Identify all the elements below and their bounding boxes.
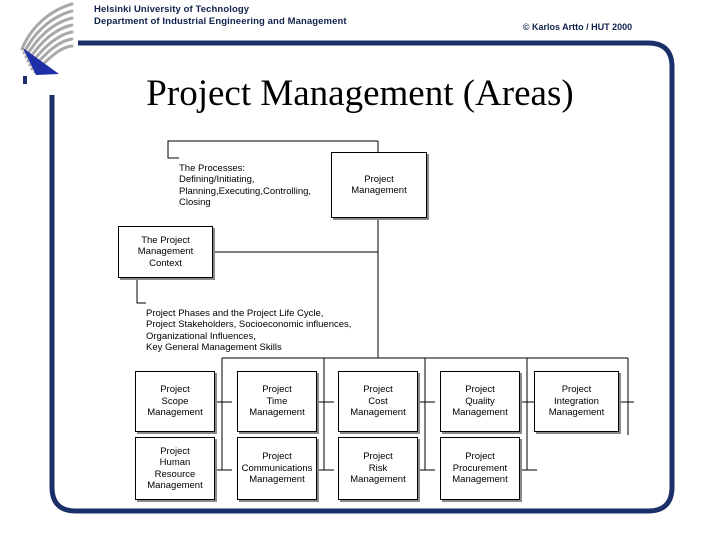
box-project-quality-management[interactable]: Project Quality Management: [440, 371, 520, 432]
box-project-cost-management[interactable]: Project Cost Management: [338, 371, 418, 432]
box-project-integration-management[interactable]: Project Integration Management: [534, 371, 619, 432]
copyright-notice: © Karlos Artto / HUT 2000: [522, 22, 633, 32]
header-institution: Helsinki University of Technology Depart…: [94, 4, 347, 27]
box-project-management-context[interactable]: The Project Management Context: [118, 226, 213, 278]
box-label: Project Human Resource Management: [147, 445, 203, 492]
box-label: Project Time Management: [249, 384, 305, 419]
box-project-management[interactable]: Project Management: [331, 152, 427, 218]
header-line-2: Department of Industrial Engineering and…: [94, 15, 347, 27]
page-title: Project Management (Areas): [146, 73, 574, 114]
box-project-risk-management[interactable]: Project Risk Management: [338, 437, 418, 500]
note-context-details: Project Phases and the Project Life Cycl…: [146, 296, 416, 354]
box-project-procurement-management[interactable]: Project Procurement Management: [440, 437, 520, 500]
box-label: Project Procurement Management: [452, 451, 508, 486]
note-context-heading: Project Phases and the Project Life Cycl…: [146, 307, 324, 319]
box-label: Project Risk Management: [350, 451, 406, 486]
note-the-processes: The Processes: Defining/Initiating, Plan…: [179, 151, 379, 209]
box-project-communications-management[interactable]: Project Communications Management: [237, 437, 317, 500]
box-label: The Project Management Context: [137, 234, 194, 269]
note-processes-heading: The Processes:: [179, 162, 245, 174]
note-processes-body: Defining/Initiating, Planning,Executing,…: [179, 174, 312, 209]
box-label: Project Scope Management: [147, 384, 203, 419]
box-project-human-resource-management[interactable]: Project Human Resource Management: [135, 437, 215, 500]
box-project-scope-management[interactable]: Project Scope Management: [135, 371, 215, 432]
box-label: Project Communications Management: [241, 451, 313, 486]
box-label: Project Integration Management: [548, 384, 605, 419]
box-label: Project Quality Management: [452, 384, 508, 419]
box-label: Project Management: [351, 173, 407, 197]
hut-logo: [20, 2, 74, 84]
box-label: Project Cost Management: [350, 384, 406, 419]
header-line-1: Helsinki University of Technology: [94, 4, 250, 15]
note-context-body: Project Stakeholders, Socioeconomic infl…: [146, 319, 352, 354]
box-project-time-management[interactable]: Project Time Management: [237, 371, 317, 432]
